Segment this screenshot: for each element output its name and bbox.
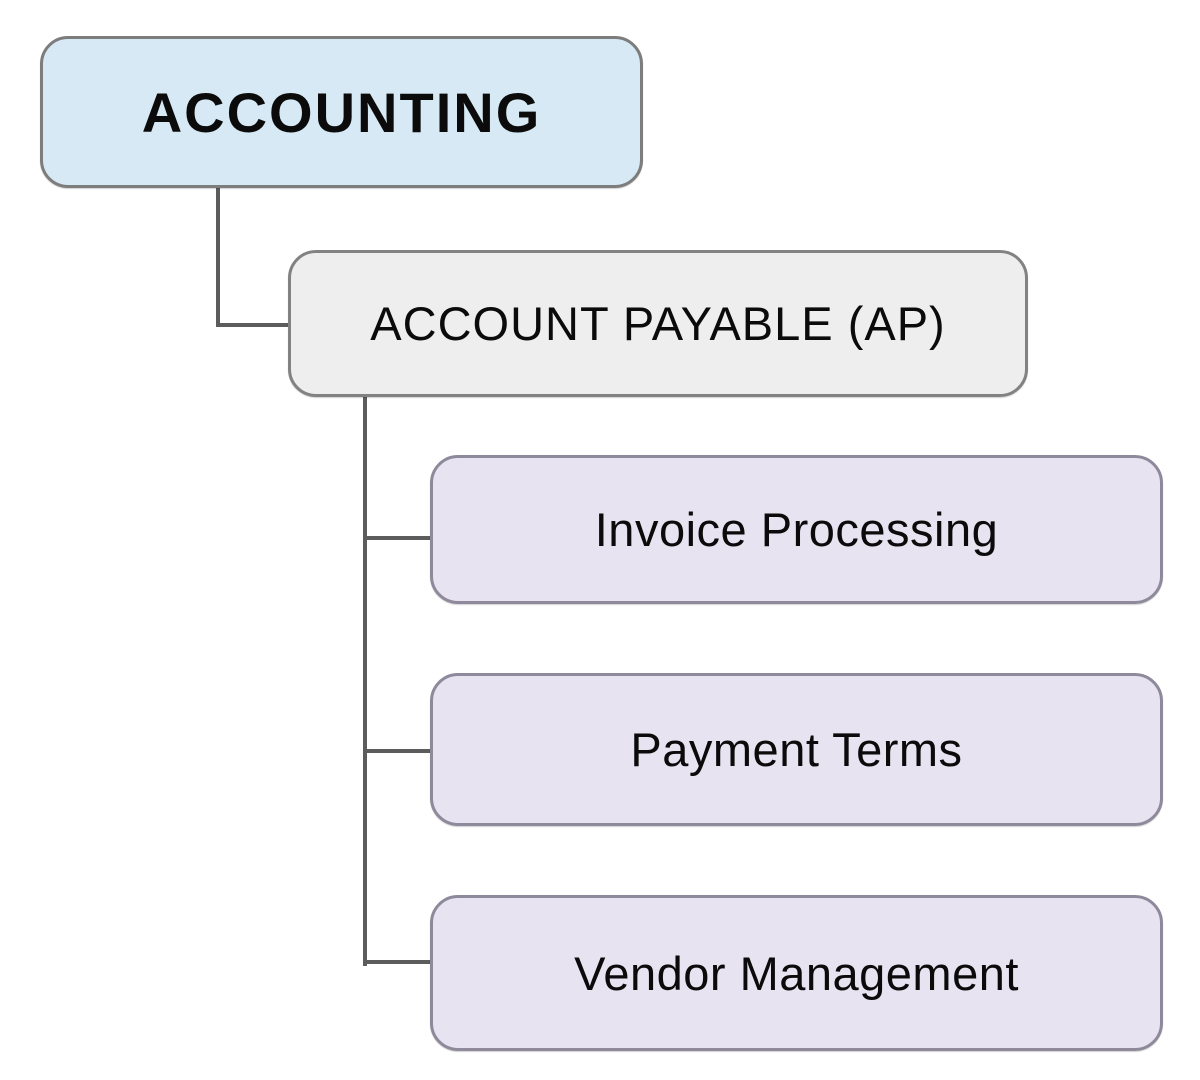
node-account-payable: ACCOUNT PAYABLE (AP) bbox=[288, 250, 1028, 397]
node-account-payable-label: ACCOUNT PAYABLE (AP) bbox=[370, 297, 946, 350]
node-payment-terms-label: Payment Terms bbox=[630, 723, 963, 776]
connector-ap-to-vendor bbox=[363, 960, 432, 964]
node-payment-terms: Payment Terms bbox=[430, 673, 1163, 826]
connector-ap-to-payment bbox=[363, 749, 432, 753]
connector-ap-to-invoice bbox=[363, 536, 432, 540]
connector-root-to-ap-horizontal bbox=[216, 323, 290, 327]
node-vendor-management: Vendor Management bbox=[430, 895, 1163, 1051]
node-invoice-processing: Invoice Processing bbox=[430, 455, 1163, 604]
node-accounting: ACCOUNTING bbox=[40, 36, 643, 188]
connector-root-to-ap-vertical bbox=[216, 188, 220, 327]
connector-ap-trunk-vertical bbox=[363, 397, 367, 966]
node-accounting-label: ACCOUNTING bbox=[141, 80, 542, 144]
node-invoice-processing-label: Invoice Processing bbox=[594, 503, 999, 556]
node-vendor-management-label: Vendor Management bbox=[574, 946, 1019, 1000]
